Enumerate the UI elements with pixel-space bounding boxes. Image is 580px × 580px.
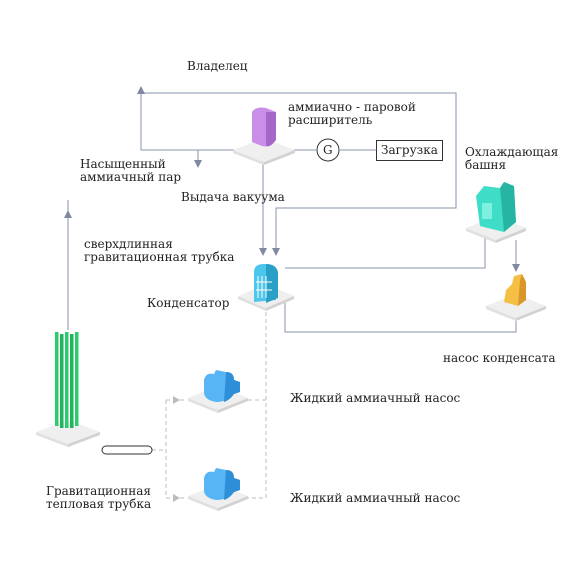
arrow-down-saturated bbox=[194, 160, 202, 168]
arrow-up-heatpipe bbox=[64, 210, 72, 218]
load-box: Загрузка bbox=[376, 140, 443, 161]
arrow-down-condenser bbox=[259, 248, 267, 256]
generator-icon bbox=[316, 138, 340, 162]
arrow-pump2-in bbox=[173, 494, 180, 502]
arrow-down-tower bbox=[512, 264, 520, 272]
expander-icon bbox=[233, 107, 295, 165]
owner-loop-left bbox=[140, 93, 198, 151]
cooling-tower-icon bbox=[466, 182, 526, 243]
condenser-down-dashed bbox=[245, 312, 267, 499]
condensate-pump-icon bbox=[486, 274, 546, 321]
expander-label: аммиачно - паровой расширитель bbox=[288, 100, 416, 127]
pump-condenser-return bbox=[284, 300, 517, 333]
heat-pipe-icon bbox=[36, 332, 100, 447]
condenser-label: Конденсатор bbox=[147, 296, 230, 310]
gravity-heat-pipe-label: Гравитационная тепловая трубка bbox=[46, 484, 152, 511]
liquid-pump-label-1: Жидкий аммиачный насос bbox=[290, 391, 461, 405]
generator-label: G bbox=[323, 143, 333, 157]
owner-loop-top bbox=[141, 92, 457, 250]
cooling-tower-label: Охлаждающая башня bbox=[465, 145, 559, 172]
condenser-icon bbox=[238, 264, 294, 311]
condenser-tower-line bbox=[285, 220, 486, 269]
liquid-pump-label-2: Жидкий аммиачный насос bbox=[290, 491, 461, 505]
owner-label: Владелец bbox=[187, 59, 248, 73]
flow-arrows bbox=[64, 86, 520, 272]
arrow-down-loop bbox=[272, 248, 280, 256]
condensate-pump-label: насос конденсата bbox=[443, 351, 556, 365]
long-pipe-label: сверхдлинная гравитационная трубка bbox=[84, 237, 235, 264]
saturated-vapor-label: Насыщенный аммиачный пар bbox=[80, 157, 182, 184]
vacuum-output-label: Выдача вакуума bbox=[181, 190, 285, 204]
arrow-up-owner bbox=[137, 86, 145, 94]
liquid-pump-icon bbox=[188, 370, 248, 413]
arrow-pump1-in bbox=[173, 396, 180, 404]
pipe-tube-icon bbox=[101, 445, 153, 455]
liquid-pump-icon bbox=[188, 468, 248, 511]
dashed-arrows bbox=[173, 396, 180, 502]
